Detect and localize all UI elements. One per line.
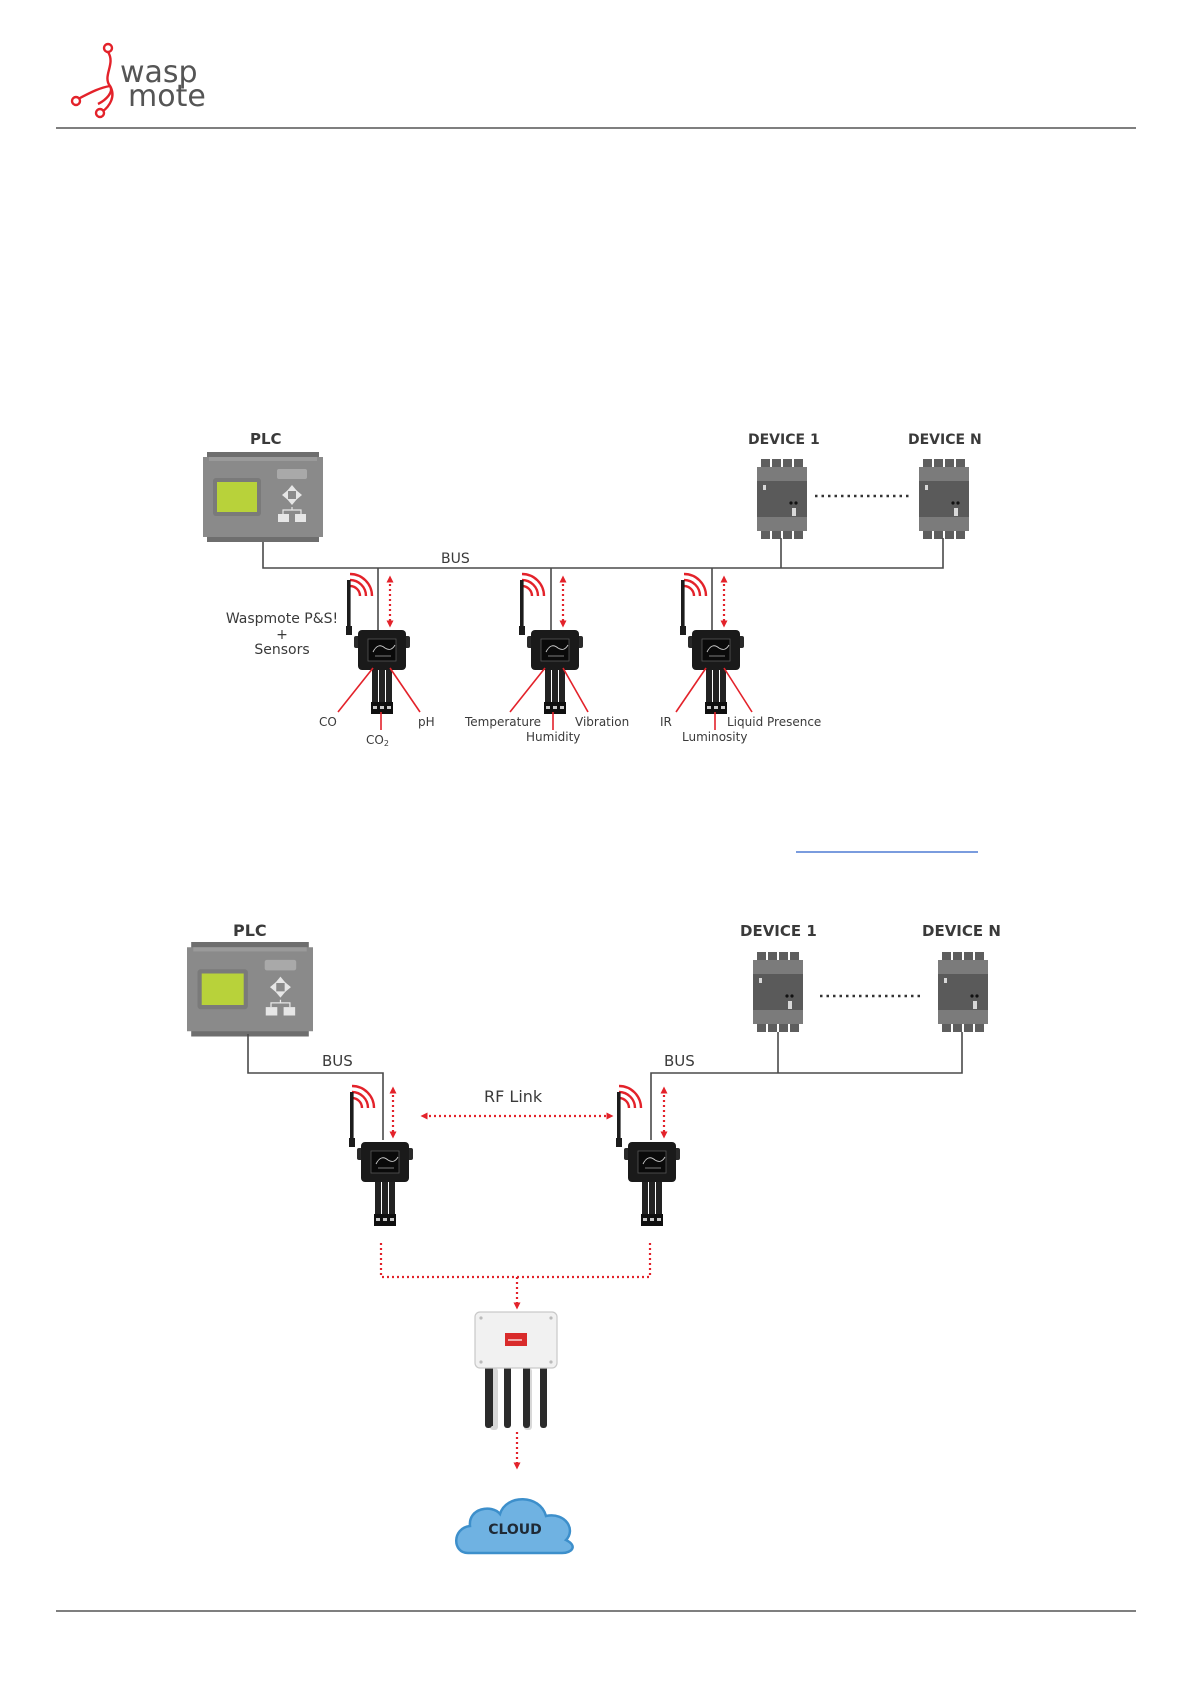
cloud-label: CLOUD [488, 1522, 542, 1538]
plc-icon [187, 942, 313, 1037]
sensor-co: CO [319, 715, 337, 729]
sensor-ph: pH [418, 715, 435, 729]
wireless-signal-icon [619, 1086, 641, 1108]
device-icon [757, 459, 807, 539]
plc-label: PLC [250, 430, 282, 448]
bus-label: BUS [441, 551, 470, 567]
device-icon [919, 459, 969, 539]
sensor-humidity: Humidity [526, 730, 580, 744]
sensor-temperature: Temperature [464, 715, 541, 729]
plc-icon [203, 452, 323, 542]
bus-right-label: BUS [664, 1052, 695, 1070]
device1-label: DEVICE 1 [748, 432, 820, 448]
wireless-signal-icon [522, 574, 544, 596]
device-icon [753, 952, 803, 1032]
bus-wiring [263, 538, 943, 635]
devicen-label: DEVICE N [908, 432, 982, 448]
diagram-plc-bus: PLC DEVICE 1 DEVICE N BUS CO CO2 pH Wasp… [203, 430, 982, 748]
waspmote-node-right [616, 1092, 680, 1226]
plc-label-2: PLC [233, 921, 267, 940]
gateway-icon [475, 1312, 557, 1430]
logo-text-mote: mote [128, 79, 206, 114]
device-icon [938, 952, 988, 1032]
wireless-signal-icon [352, 1086, 374, 1108]
wireless-signal-icon [350, 574, 372, 596]
device1-label-2: DEVICE 1 [740, 922, 817, 940]
rf-link-label: RF Link [484, 1087, 543, 1106]
sensor-liquid-presence: Liquid Presence [727, 715, 821, 729]
devicen-label-2: DEVICE N [922, 922, 1001, 940]
sensor-vibration: Vibration [575, 715, 629, 729]
waspmote-node-left [349, 1092, 413, 1226]
node-caption-line3: Sensors [254, 642, 309, 658]
diagram-rf-link: PLC DEVICE 1 DEVICE N BUS BUS RF Link [187, 921, 1001, 1553]
bus-left-label: BUS [322, 1052, 353, 1070]
sensor-ir: IR [660, 715, 672, 729]
node-caption-line2: + [276, 627, 288, 643]
wireless-signal-icon [684, 574, 706, 596]
waspmote-logo-icon: wasp mote [72, 44, 206, 117]
sensor-co2: CO2 [366, 733, 389, 748]
sensor-luminosity: Luminosity [682, 730, 747, 744]
node-caption-line1: Waspmote P&S! [226, 611, 338, 627]
